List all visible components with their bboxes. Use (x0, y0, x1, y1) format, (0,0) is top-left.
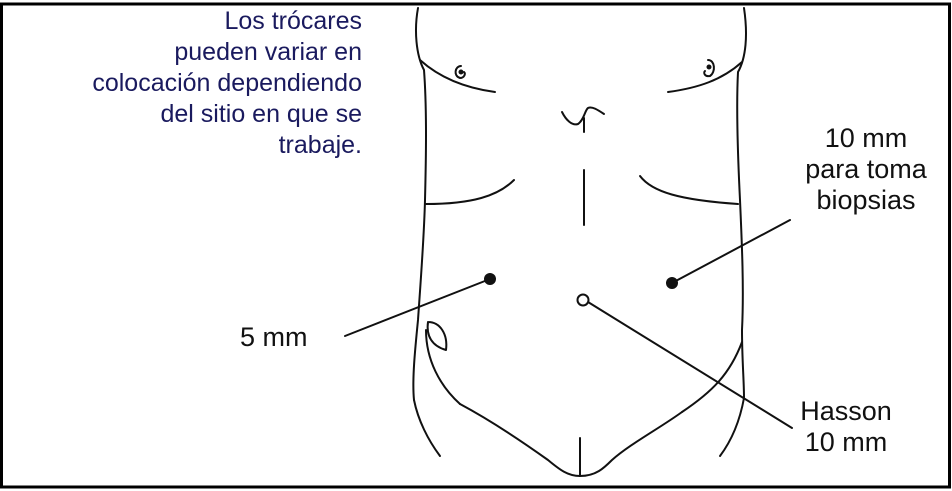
trocar-10mm-marker (666, 277, 678, 289)
torso-left-outline (413, 8, 426, 400)
right-hip-line (682, 342, 742, 412)
left-hip-curve (428, 322, 447, 350)
torso-right-outline (737, 8, 746, 398)
note-line-5: trabaje. (2, 130, 362, 161)
right-nipple-dot (708, 66, 711, 69)
note-line-2: pueden variar en (2, 37, 362, 68)
note-line-3: colocación dependiendo (2, 68, 362, 99)
right-inguinal-line (720, 398, 744, 456)
left-inguinal-line (414, 400, 440, 456)
right-rib-margin (640, 176, 738, 204)
right-groin-line (580, 412, 682, 476)
label-hasson-line-1: Hasson (786, 396, 906, 427)
label-5mm: 5 mm (240, 322, 308, 353)
label-10mm-biopsy: 10 mm para toma biopsias (782, 123, 950, 216)
trocar-placement-note: Los trócares pueden variar en colocación… (2, 6, 362, 161)
label-10mm-line-1: 10 mm (782, 123, 950, 154)
label-hasson: Hasson 10 mm (786, 396, 906, 458)
right-pectoral-line (668, 62, 742, 92)
label-hasson-line-2: 10 mm (786, 427, 906, 458)
leader-hasson (588, 302, 792, 428)
note-line-1: Los trócares (2, 6, 362, 37)
left-groin-line (460, 404, 580, 476)
left-nipple-dot (460, 71, 463, 74)
left-rib-margin (426, 180, 514, 204)
label-10mm-line-3: biopsias (782, 185, 950, 216)
label-10mm-line-2: para toma (782, 154, 950, 185)
trocar-hasson-marker (578, 295, 589, 306)
leader-10mm-biopsy (672, 220, 790, 283)
trocar-5mm-marker (484, 273, 496, 285)
note-line-4: del sitio en que se (2, 99, 362, 130)
